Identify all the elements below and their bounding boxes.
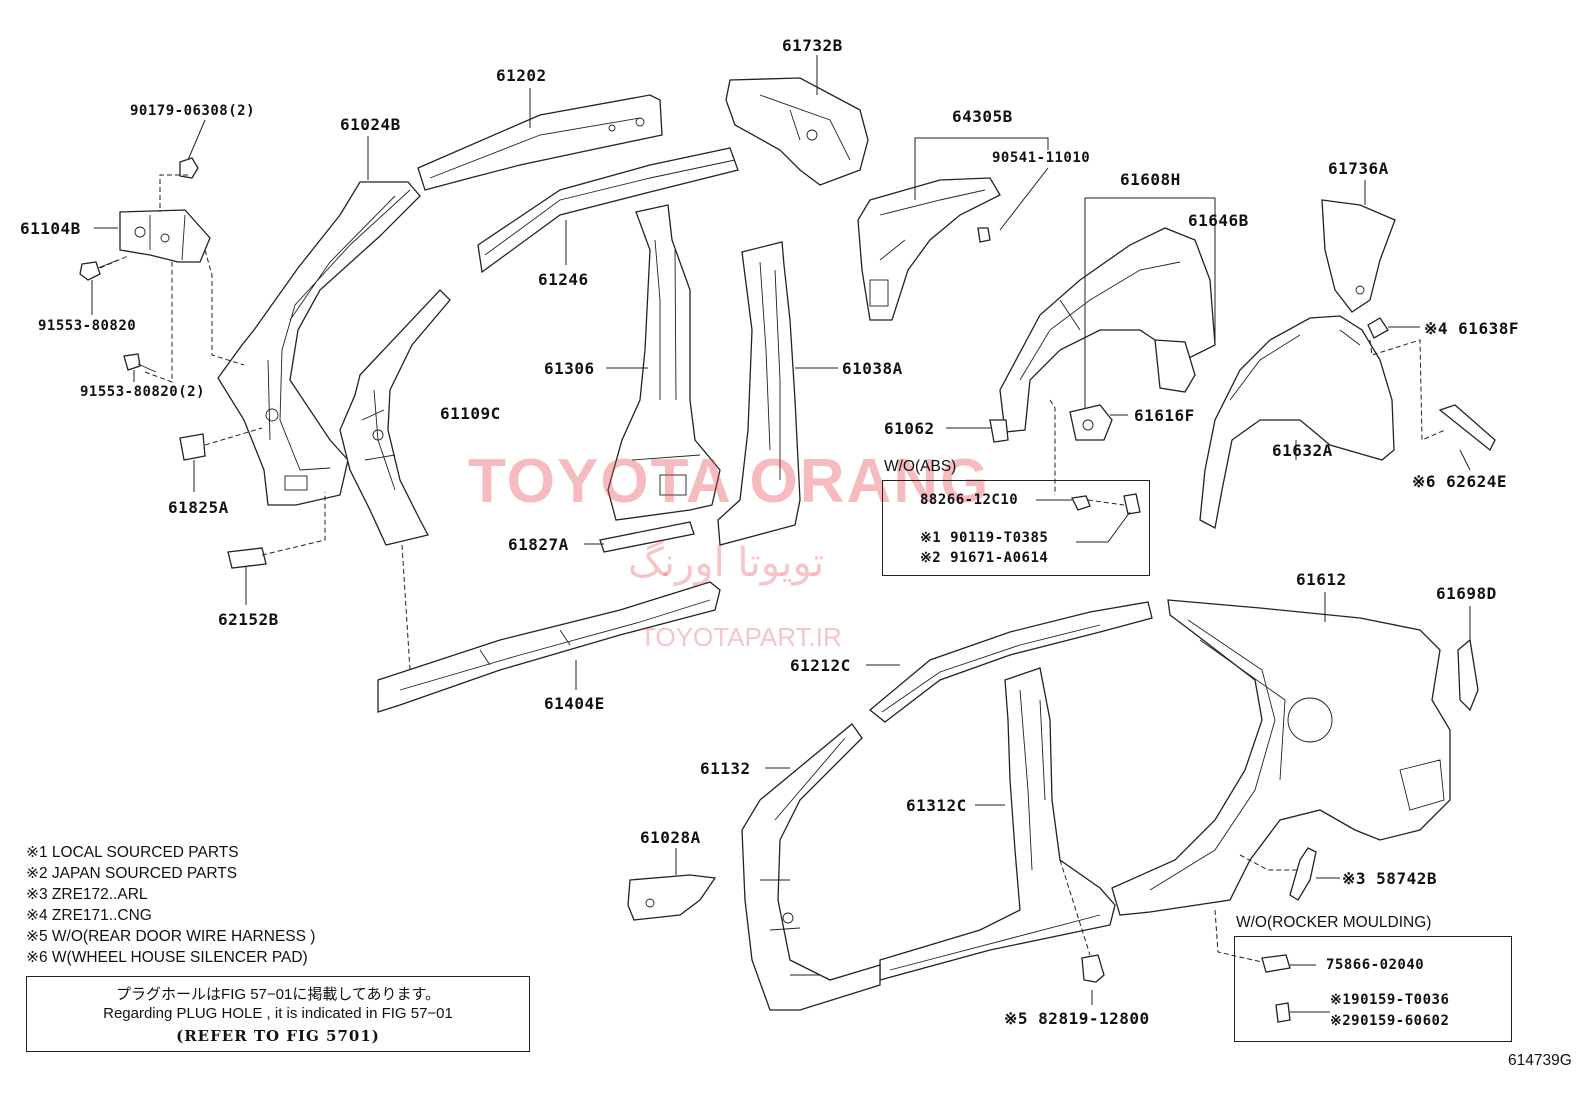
label-64305B: 64305B xyxy=(952,107,1013,126)
part-61616F-bracket xyxy=(1069,404,1113,441)
part-75866-clip xyxy=(1261,954,1291,1023)
part-61827A-pad xyxy=(599,521,695,553)
label-91553-b: 91553-80820(2) xyxy=(80,384,206,400)
label-61736A: 61736A xyxy=(1328,159,1389,178)
part-61132-front-pillar-outer xyxy=(741,723,881,1011)
abs-box xyxy=(882,480,1150,576)
note-6: ※6 W(WHEEL HOUSE SILENCER PAD) xyxy=(26,949,308,966)
part-61212C-roof-rail-outer xyxy=(868,601,1153,723)
part-61062-bracket xyxy=(989,419,1009,443)
label-90541: 90541-11010 xyxy=(992,150,1091,166)
part-61306-center-pillar xyxy=(607,204,721,521)
watermark-brand: TOYOTA ORANG xyxy=(468,447,991,516)
label-61404E: 61404E xyxy=(544,694,605,713)
label-61024B: 61024B xyxy=(340,115,401,134)
label-61612: 61612 xyxy=(1296,570,1347,589)
part-61038A-pillar-reinforcement xyxy=(717,241,801,546)
label-61638F: ※4 61638F xyxy=(1424,319,1519,338)
part-82819-grommet xyxy=(1081,954,1105,983)
label-61825A: 61825A xyxy=(168,498,229,517)
label-61616F: 61616F xyxy=(1134,406,1195,425)
part-61202-roof-rail xyxy=(417,94,663,191)
label-61306: 61306 xyxy=(544,359,595,378)
label-61028A: 61028A xyxy=(640,828,701,847)
part-62152B-pad xyxy=(227,547,267,569)
part-88266-clip xyxy=(1071,493,1141,515)
plug-note-ja: プラグホールはFIG 57−01に掲載してあります。 xyxy=(116,986,440,1003)
part-61608H-wheel-house-inner xyxy=(999,227,1216,433)
label-91553-a: 91553-80820 xyxy=(38,318,137,334)
note-2: ※2 JAPAN SOURCED PARTS xyxy=(26,865,238,882)
watermark-site: TOYOTAPART.IR xyxy=(640,622,842,652)
label-61608H: 61608H xyxy=(1120,170,1181,189)
part-61825A-pad xyxy=(179,433,206,461)
part-61246-roof-rail-inner xyxy=(477,147,739,274)
part-64305B-bracket xyxy=(857,177,1001,321)
part-61638F-bracket xyxy=(1367,317,1389,339)
abs-box-title: W/O(ABS) xyxy=(884,458,957,475)
part-61632A-wheel-house-outer xyxy=(1199,315,1395,529)
label-61038A: 61038A xyxy=(842,359,903,378)
abs-box-line-1: 88266-12C10 xyxy=(920,492,1019,508)
part-61736A-panel xyxy=(1321,199,1396,313)
label-61062: 61062 xyxy=(884,419,935,438)
part-61109C-pillar-inner xyxy=(339,289,451,546)
part-61028A-bracket xyxy=(627,874,717,921)
plug-note-ref: (REFER TO FIG 5701) xyxy=(176,1027,380,1045)
label-58742B: ※3 58742B xyxy=(1342,869,1437,888)
plug-hole-note-box: プラグホールはFIG 57−01に掲載してあります。 Regarding PLU… xyxy=(26,976,530,1052)
part-61404E-rocker-inner xyxy=(377,581,721,713)
rocker-box-title: W/O(ROCKER MOULDING) xyxy=(1236,914,1432,931)
part-91553-bolt-a xyxy=(79,259,119,281)
label-61202: 61202 xyxy=(496,66,547,85)
label-61104B: 61104B xyxy=(20,219,81,238)
part-61732B-rear-panel xyxy=(725,77,869,186)
part-62624E-pad xyxy=(1438,404,1496,452)
note-3: ※3 ZRE172..ARL xyxy=(26,886,148,903)
label-61109C: 61109C xyxy=(440,404,501,423)
label-61132: 61132 xyxy=(700,759,751,778)
abs-box-line-2: ※1 90119-T0385 xyxy=(920,530,1049,546)
part-61104B-bracket xyxy=(119,209,211,263)
note-4: ※4 ZRE171..CNG xyxy=(26,907,152,924)
rocker-box xyxy=(1234,936,1512,1042)
part-61612-quarter-panel xyxy=(1111,599,1451,916)
label-61212C: 61212C xyxy=(790,656,851,675)
rocker-box-line-2: ※190159-T0036 xyxy=(1330,992,1450,1008)
label-90179: 90179-06308(2) xyxy=(130,103,256,119)
note-1: ※1 LOCAL SOURCED PARTS xyxy=(26,844,239,861)
label-61312C: 61312C xyxy=(906,796,967,815)
rocker-box-line-1: 75866-02040 xyxy=(1326,957,1425,973)
part-90179-nut xyxy=(179,157,199,179)
label-61246: 61246 xyxy=(538,270,589,289)
part-58742B-moulding xyxy=(1289,847,1317,901)
part-61312C-side-outer xyxy=(879,667,1116,981)
rocker-box-line-3: ※290159-60602 xyxy=(1330,1013,1450,1029)
label-61632A: 61632A xyxy=(1272,441,1333,460)
label-62624E: ※6 62624E xyxy=(1412,472,1507,491)
part-61646B-patch xyxy=(1154,339,1196,393)
part-61698D-bracket xyxy=(1457,638,1479,712)
label-61732B: 61732B xyxy=(782,36,843,55)
label-82819: ※5 82819-12800 xyxy=(1004,1009,1150,1028)
part-91553-bolt-b xyxy=(123,353,157,373)
label-61827A: 61827A xyxy=(508,535,569,554)
label-62152B: 62152B xyxy=(218,610,279,629)
abs-box-line-3: ※2 91671-A0614 xyxy=(920,550,1049,566)
diagram-code: 614739G xyxy=(1508,1052,1572,1069)
note-5: ※5 W/O(REAR DOOR WIRE HARNESS ) xyxy=(26,928,316,945)
label-61646B: 61646B xyxy=(1188,211,1249,230)
leader-lines xyxy=(91,55,1471,1013)
part-61024B-front-pillar xyxy=(217,181,421,506)
assembly-lines xyxy=(99,174,1446,963)
plug-note-en: Regarding PLUG HOLE , it is indicated in… xyxy=(103,1005,453,1022)
watermark-brand-fa: تویوتا اورنگ xyxy=(628,540,825,586)
label-61698D: 61698D xyxy=(1436,584,1497,603)
part-90541-clip xyxy=(977,227,991,243)
